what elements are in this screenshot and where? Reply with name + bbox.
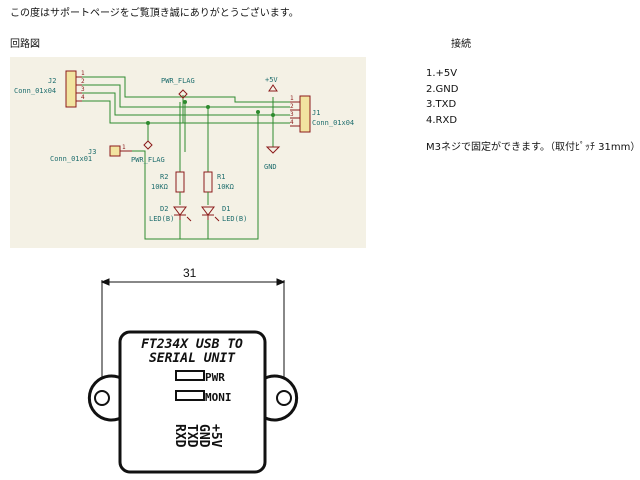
j3-pin-1: 1 (122, 144, 126, 151)
mount-note: M3ネジで固定ができます。（取付ﾋﾟｯﾁ 31mm） (426, 142, 640, 153)
schematic-image: J2 Conn_01x04 J1 Conn_01x04 J3 Conn_01x0… (10, 57, 366, 248)
j2-ref: J2 (48, 77, 56, 85)
j2-pin-2: 2 (81, 78, 85, 85)
pwr-flag-top: PWR_FLAG (161, 77, 195, 85)
pwr-flag-bottom: PWR_FLAG (131, 156, 165, 164)
connection-item-3: 3.TXD (426, 99, 457, 110)
connection-item-4: 4.RXD (426, 114, 458, 126)
connection-item-1: 1.+5V (426, 68, 458, 79)
j1-pin-4: 4 (290, 119, 294, 126)
j3-value: Conn_01x01 (50, 155, 92, 163)
pin-label-txd: TXD (184, 424, 199, 448)
d2-ref: D2 (160, 205, 168, 213)
unit-title-line1: FT234X USB TO (141, 337, 243, 352)
r1-value: 10KΩ (217, 183, 234, 191)
j1-pin-3: 3 (290, 111, 294, 118)
j3-ref: J3 (88, 148, 96, 156)
gnd-label: GND (264, 163, 277, 171)
j1-pin-2: 2 (290, 103, 294, 110)
pin-label-gnd: GND (196, 424, 211, 448)
unit-drawing: 31 FT234X USB TO SERIAL UNIT PWR MONI +5… (80, 262, 320, 476)
j2-value: Conn_01x04 (14, 87, 56, 95)
left-mount-hole (94, 390, 110, 406)
connection-list: 1.+5V 2.GND 3.TXD 4.RXD (426, 66, 458, 128)
dimension-label: 31 (183, 266, 197, 280)
connection-heading: 接続 (451, 39, 471, 50)
r2-value: 10KΩ (151, 183, 168, 191)
pwr-label: PWR (205, 371, 225, 384)
unit-title-line2: SERIAL UNIT (149, 351, 236, 366)
d1-ref: D1 (222, 205, 230, 213)
pin-label-5v: +5V (208, 424, 223, 448)
connection-item-2: 2.GND (426, 83, 459, 95)
moni-led-outline (175, 390, 205, 401)
j2-pin-4: 4 (81, 94, 85, 101)
j1-value: Conn_01x04 (312, 119, 354, 127)
intro-text: この度はサポートページをご覧頂き誠にありがとうございます。 (10, 8, 299, 19)
schematic-heading: 回路図 (10, 39, 40, 50)
d1-value: LED(B) (222, 215, 247, 223)
plus5v-label: +5V (265, 76, 278, 84)
pin-label-rxd: RXD (172, 424, 187, 448)
d2-value: LED(B) (149, 215, 174, 223)
j2-pin-3: 3 (81, 86, 85, 93)
r2-ref: R2 (160, 173, 168, 181)
moni-label: MONI (205, 391, 232, 404)
pwr-led-outline (175, 370, 205, 381)
r1-ref: R1 (217, 173, 225, 181)
j1-ref: J1 (312, 109, 320, 117)
j1-pin-1: 1 (290, 95, 294, 102)
j2-pin-1: 1 (81, 70, 85, 77)
right-mount-hole (276, 390, 292, 406)
